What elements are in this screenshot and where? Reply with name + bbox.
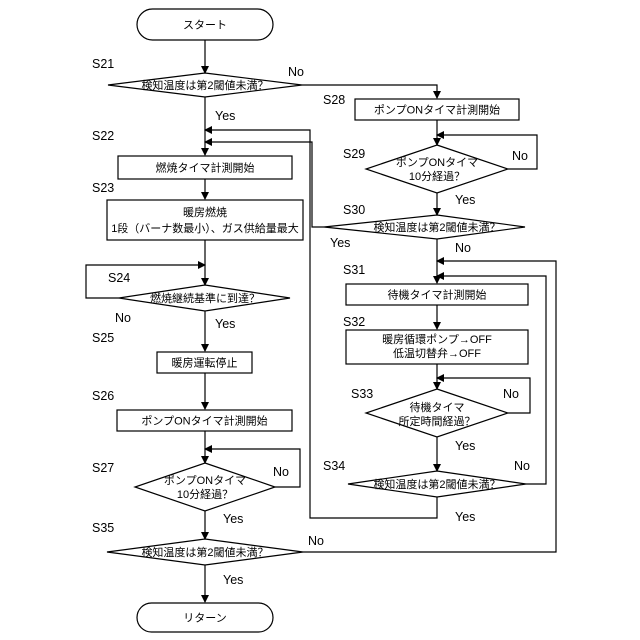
decision-s21: 検知温度は第2閾値未満？ <box>108 73 302 97</box>
s32-label: S32 <box>343 315 365 329</box>
edge-s34-yes <box>205 130 437 518</box>
decision-s29: ポンプONタイマ 10分経過？ <box>366 145 508 193</box>
s33-line1: 待機タイマ <box>410 400 465 414</box>
connectors <box>86 40 556 602</box>
s35-text: 検知温度は第2閾値未満？ <box>141 545 268 559</box>
s35-no-label: No <box>308 534 324 548</box>
s31-label: S31 <box>343 263 365 277</box>
s30-label: S30 <box>343 203 365 217</box>
s27-yes-label: Yes <box>223 512 243 526</box>
s24-yes-label: Yes <box>215 317 235 331</box>
s28-text: ポンプONタイマ計測開始 <box>374 103 500 117</box>
terminal-return: リターン <box>137 603 273 632</box>
process-s25: 暖房運転停止 <box>157 352 252 373</box>
s34-text: 検知温度は第2閾値未満？ <box>373 477 500 491</box>
decision-s33: 待機タイマ 所定時間経過？ <box>366 389 508 437</box>
decision-s35: 検知温度は第2閾値未満？ <box>107 539 303 565</box>
s35-yes-label: Yes <box>223 573 243 587</box>
s29-line2: 10分経過？ <box>409 170 465 183</box>
s26-text: ポンプONタイマ計測開始 <box>141 414 267 428</box>
process-s26: ポンプONタイマ計測開始 <box>117 410 292 431</box>
s28-label: S28 <box>323 93 345 107</box>
s21-label: S21 <box>92 57 114 71</box>
s33-no-label: No <box>503 387 519 401</box>
decision-s34: 検知温度は第2閾値未満？ <box>348 471 526 497</box>
s27-line1: ポンプONタイマ <box>164 474 246 487</box>
s21-no-label: No <box>288 65 304 79</box>
s30-no-label: No <box>455 241 471 255</box>
s31-text: 待機タイマ計測開始 <box>388 288 487 302</box>
s30-text: 検知温度は第2閾値未満？ <box>373 220 500 234</box>
s35-label: S35 <box>92 521 114 535</box>
return-label: リターン <box>183 612 226 625</box>
s25-label: S25 <box>92 331 114 345</box>
s21-yes-label: Yes <box>215 109 235 123</box>
start-label: スタート <box>183 19 227 32</box>
s24-no-label: No <box>115 311 131 325</box>
process-s32: 暖房循環ポンプ→OFF 低温切替弁→OFF <box>346 330 528 364</box>
process-s28: ポンプONタイマ計測開始 <box>355 99 519 120</box>
s24-label: S24 <box>108 271 130 285</box>
decision-s24: 燃焼継続基準に到達？ <box>119 285 290 311</box>
s33-line2: 所定時間経過？ <box>399 414 476 428</box>
s23-label: S23 <box>92 181 114 195</box>
decision-s30: 検知温度は第2閾値未満？ <box>324 215 525 239</box>
s21-text: 検知温度は第2閾値未満？ <box>141 78 268 92</box>
s24-text: 燃焼継続基準に到達？ <box>150 291 260 305</box>
s22-text: 燃焼タイマ計測開始 <box>156 161 255 175</box>
s29-yes-label: Yes <box>455 193 475 207</box>
s32-line2: 低温切替弁→OFF <box>393 346 481 360</box>
s22-label: S22 <box>92 129 114 143</box>
s32-line1: 暖房循環ポンプ→OFF <box>382 333 492 346</box>
s27-label: S27 <box>92 461 114 475</box>
s23-line2: 1段（バーナ数最小）、ガス供給量最大 <box>111 221 299 235</box>
process-s31: 待機タイマ計測開始 <box>346 284 528 305</box>
s34-label: S34 <box>323 459 345 473</box>
s27-line2: 10分経過？ <box>177 488 233 501</box>
s29-label: S29 <box>343 147 365 161</box>
s34-no-label: No <box>514 459 530 473</box>
s33-label: S33 <box>351 387 373 401</box>
s26-label: S26 <box>92 389 114 403</box>
s29-line1: ポンプONタイマ <box>396 156 478 169</box>
s25-text: 暖房運転停止 <box>172 356 238 370</box>
decision-s27: ポンプONタイマ 10分経過？ <box>135 463 275 511</box>
s29-no-label: No <box>512 149 528 163</box>
s34-yes-label: Yes <box>455 510 475 524</box>
s23-line1: 暖房燃焼 <box>183 205 227 219</box>
process-s22: 燃焼タイマ計測開始 <box>118 156 292 179</box>
s27-no-label: No <box>273 465 289 479</box>
s33-yes-label: Yes <box>455 439 475 453</box>
branch-labels: No Yes No Yes No Yes No Yes No Yes Yes N… <box>115 65 530 587</box>
process-s23: 暖房燃焼 1段（バーナ数最小）、ガス供給量最大 <box>107 200 303 240</box>
s30-yes-label: Yes <box>330 236 350 250</box>
terminal-start: スタート <box>137 9 273 40</box>
